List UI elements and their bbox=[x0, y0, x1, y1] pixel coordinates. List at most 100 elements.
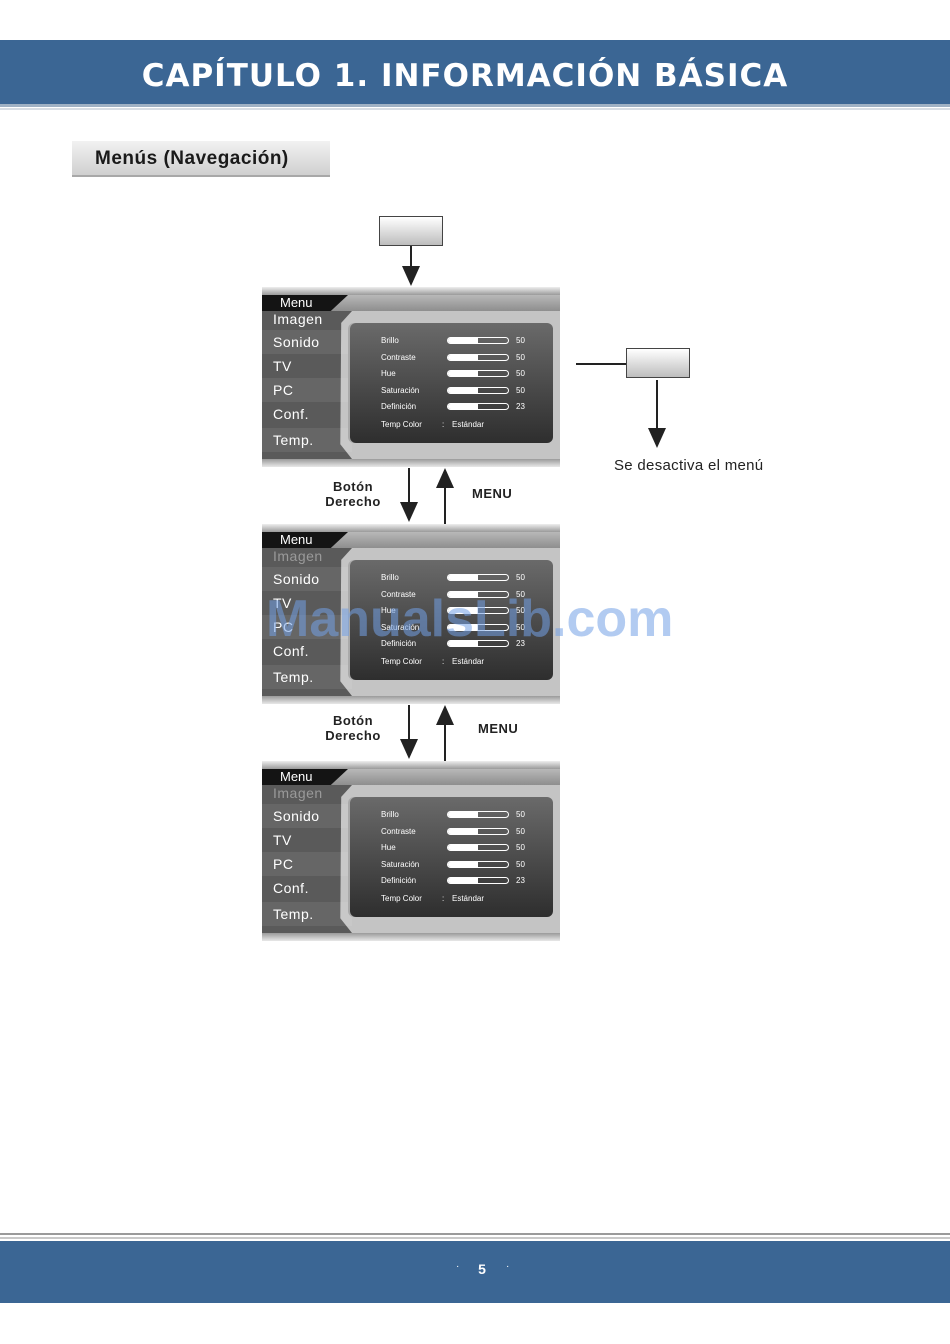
setting-label: Brillo bbox=[381, 573, 399, 582]
slider-fill bbox=[448, 338, 478, 343]
temp-color-label: Temp Color bbox=[381, 420, 422, 429]
page-number: 5 bbox=[478, 1261, 486, 1277]
arrow-line bbox=[444, 488, 446, 524]
temp-color-label: Temp Color bbox=[381, 894, 422, 903]
temp-color-row[interactable]: Temp Color:Estándar bbox=[381, 892, 551, 906]
arrow-down-icon bbox=[400, 739, 418, 759]
nav-label-menu: MENU bbox=[478, 721, 519, 736]
setting-row[interactable]: Contraste 50 bbox=[381, 351, 551, 365]
arrow-down-icon bbox=[648, 428, 666, 448]
temp-color-value: Estándar bbox=[452, 657, 485, 666]
header-divider-light bbox=[0, 108, 950, 110]
menu-item-conf[interactable]: Conf. bbox=[273, 643, 309, 659]
setting-row[interactable]: Hue 50 bbox=[381, 367, 551, 381]
setting-slider[interactable] bbox=[447, 591, 509, 598]
setting-slider[interactable] bbox=[447, 828, 509, 835]
menu-item-sonido[interactable]: Sonido bbox=[262, 330, 352, 354]
remote-key-box-top bbox=[379, 216, 443, 246]
menu-item-sonido[interactable]: Sonido bbox=[262, 567, 352, 591]
setting-slider[interactable] bbox=[447, 811, 509, 818]
nav-label-right-button: Botón Derecho bbox=[325, 713, 381, 743]
menu-item-imagen[interactable]: Imagen bbox=[273, 548, 323, 564]
menu-item-imagen[interactable]: Imagen bbox=[273, 785, 323, 801]
setting-value: 50 bbox=[516, 606, 525, 615]
setting-slider[interactable] bbox=[447, 624, 509, 631]
setting-label: Contraste bbox=[381, 353, 416, 362]
chapter-header-band bbox=[0, 40, 950, 104]
slider-fill bbox=[448, 878, 478, 883]
temp-color-row[interactable]: Temp Color:Estándar bbox=[381, 418, 551, 432]
menu-item-tv[interactable]: TV bbox=[273, 832, 292, 848]
setting-label: Saturación bbox=[381, 623, 420, 632]
menu-item-conf[interactable]: Conf. bbox=[273, 406, 309, 422]
setting-label: Definición bbox=[381, 639, 417, 648]
temp-color-value: Estándar bbox=[452, 420, 485, 429]
setting-slider[interactable] bbox=[447, 354, 509, 361]
slider-fill bbox=[448, 388, 478, 393]
setting-value: 50 bbox=[516, 369, 525, 378]
setting-row[interactable]: Saturación 50 bbox=[381, 621, 551, 635]
menu-item-tv[interactable]: TV bbox=[273, 358, 292, 374]
remote-key-box-exit bbox=[626, 348, 690, 378]
setting-label: Hue bbox=[381, 369, 396, 378]
menu-item-imagen[interactable]: Imagen bbox=[273, 311, 323, 327]
setting-slider[interactable] bbox=[447, 370, 509, 377]
menu-item-conf[interactable]: Conf. bbox=[273, 880, 309, 896]
setting-label: Contraste bbox=[381, 590, 416, 599]
setting-slider[interactable] bbox=[447, 337, 509, 344]
setting-slider[interactable] bbox=[447, 607, 509, 614]
menu-item-temp[interactable]: Temp. bbox=[262, 665, 352, 689]
temp-color-row[interactable]: Temp Color:Estándar bbox=[381, 655, 551, 669]
setting-slider[interactable] bbox=[447, 861, 509, 868]
setting-slider[interactable] bbox=[447, 640, 509, 647]
menu-item-pc[interactable]: PC bbox=[262, 615, 352, 639]
slider-fill bbox=[448, 608, 478, 613]
setting-slider[interactable] bbox=[447, 574, 509, 581]
setting-slider[interactable] bbox=[447, 403, 509, 410]
menu-item-pc[interactable]: PC bbox=[262, 378, 352, 402]
arrow-up-icon bbox=[436, 705, 454, 725]
setting-value: 50 bbox=[516, 843, 525, 852]
footer-divider bbox=[0, 1233, 950, 1235]
screen-top-strip bbox=[262, 287, 560, 295]
setting-value: 50 bbox=[516, 623, 525, 632]
setting-value: 50 bbox=[516, 573, 525, 582]
menu-off-text: Se desactiva el menú bbox=[614, 457, 764, 474]
setting-value: 50 bbox=[516, 810, 525, 819]
setting-value: 23 bbox=[516, 876, 525, 885]
temp-color-separator: : bbox=[442, 894, 445, 903]
arrow-line bbox=[444, 725, 446, 761]
setting-row[interactable]: Brillo 50 bbox=[381, 571, 551, 585]
menu-item-sonido[interactable]: Sonido bbox=[262, 804, 352, 828]
setting-value: 50 bbox=[516, 353, 525, 362]
menu-item-pc[interactable]: PC bbox=[262, 852, 352, 876]
setting-slider[interactable] bbox=[447, 387, 509, 394]
arrow-down-icon bbox=[400, 502, 418, 522]
screen-bottom-strip bbox=[262, 459, 560, 467]
setting-slider[interactable] bbox=[447, 877, 509, 884]
menu-item-temp[interactable]: Temp. bbox=[262, 428, 352, 452]
menu-tab-label: Menu bbox=[262, 295, 348, 311]
screen-bottom-strip bbox=[262, 933, 560, 941]
arrow-line bbox=[410, 246, 412, 268]
menu-item-tv[interactable]: TV bbox=[273, 595, 292, 611]
arrow-line bbox=[408, 705, 410, 741]
setting-slider[interactable] bbox=[447, 844, 509, 851]
slider-fill bbox=[448, 592, 478, 597]
menu-item-temp[interactable]: Temp. bbox=[262, 902, 352, 926]
slider-fill bbox=[448, 641, 478, 646]
